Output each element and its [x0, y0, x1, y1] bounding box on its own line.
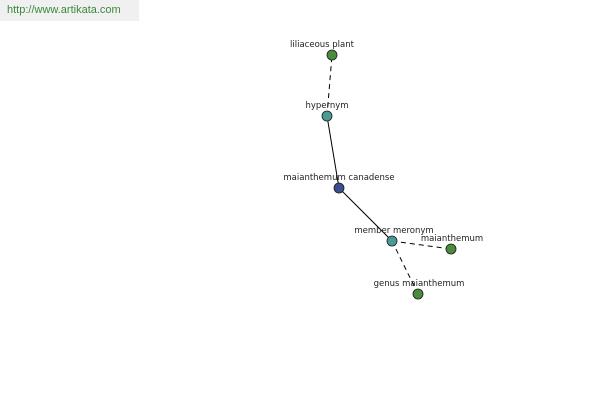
node-label-genus-maianthemum[interactable]: genus maianthemum — [374, 279, 465, 289]
edge-hypernym-to-liliaceous-plant — [326, 54, 333, 117]
node-label-maianthemum[interactable]: maianthemum — [421, 234, 483, 244]
node-liliaceous-plant[interactable] — [326, 49, 338, 61]
node-maianthemum-canadense[interactable] — [333, 182, 345, 194]
node-genus-maianthemum[interactable] — [412, 288, 424, 300]
node-label-member-meronym[interactable]: member meronym — [354, 226, 433, 236]
edge-maianthemum-canadense-to-member-meronym — [338, 187, 393, 242]
edge-member-meronym-to-maianthemum — [391, 240, 452, 250]
edges-layer — [326, 54, 452, 295]
node-label-liliaceous-plant[interactable]: liliaceous plant — [290, 40, 355, 50]
node-member-meronym[interactable] — [386, 235, 398, 247]
edge-maianthemum-canadense-to-hypernym — [326, 115, 340, 189]
site-watermark[interactable]: http://www.artikata.com — [0, 0, 139, 21]
node-label-hypernym[interactable]: hypernym — [305, 101, 348, 111]
edge-member-meronym-to-genus-maianthemum — [391, 240, 419, 295]
node-maianthemum[interactable] — [445, 243, 457, 255]
node-hypernym[interactable] — [321, 110, 333, 122]
nodes-layer — [321, 49, 457, 300]
labels-layer: liliaceous plant hypernym maianthemum cana… — [283, 40, 483, 289]
node-label-maianthemum-canadense[interactable]: maianthemum canadense — [283, 173, 394, 183]
